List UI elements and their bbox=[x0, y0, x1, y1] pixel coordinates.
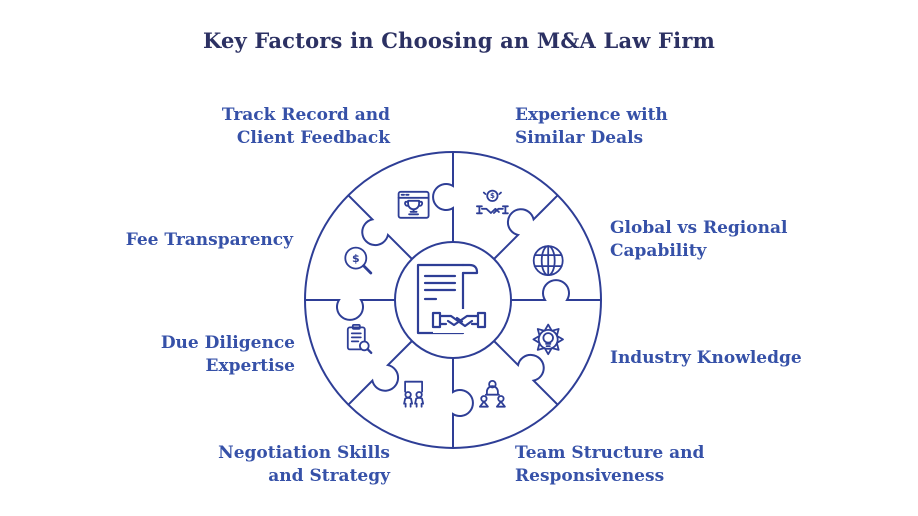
team-meeting-icon bbox=[479, 379, 506, 408]
inner-circle bbox=[394, 241, 512, 359]
browser-trophy-icon bbox=[397, 190, 430, 219]
puzzle-dividers bbox=[305, 152, 601, 448]
puzzle-wheel: $ bbox=[304, 151, 602, 449]
handshake bbox=[431, 309, 487, 333]
gear-lightbulb-icon bbox=[532, 323, 564, 356]
negotiation-table-icon bbox=[403, 380, 424, 408]
clipboard-magnifier-icon bbox=[346, 324, 373, 355]
magnifier-dollar-glyph: $ bbox=[352, 252, 360, 265]
coin-handshake-icon: $ bbox=[476, 189, 509, 215]
page-title: Key Factors in Choosing an M&A Law Firm bbox=[202, 28, 716, 53]
label-experience-similar-deals: Experience with Similar Deals bbox=[515, 105, 668, 149]
contract-handshake-icon bbox=[416, 263, 487, 335]
label-due-diligence: Due Diligence Expertise bbox=[160, 333, 295, 377]
label-industry-knowledge: Industry Knowledge bbox=[610, 348, 802, 368]
label-track-record: Track Record and Client Feedback bbox=[221, 105, 390, 149]
label-global-vs-regional: Global vs Regional Capability bbox=[610, 218, 788, 262]
coin-dollar-glyph: $ bbox=[490, 192, 495, 200]
label-team-structure: Team Structure and Responsiveness bbox=[515, 443, 705, 487]
wheel-rings bbox=[304, 151, 602, 449]
label-negotiation-skills: Negotiation Skills and Strategy bbox=[218, 443, 390, 487]
globe-icon bbox=[532, 245, 564, 276]
dollar-magnifier-icon: $ bbox=[344, 246, 373, 275]
label-fee-transparency: Fee Transparency bbox=[125, 230, 293, 250]
